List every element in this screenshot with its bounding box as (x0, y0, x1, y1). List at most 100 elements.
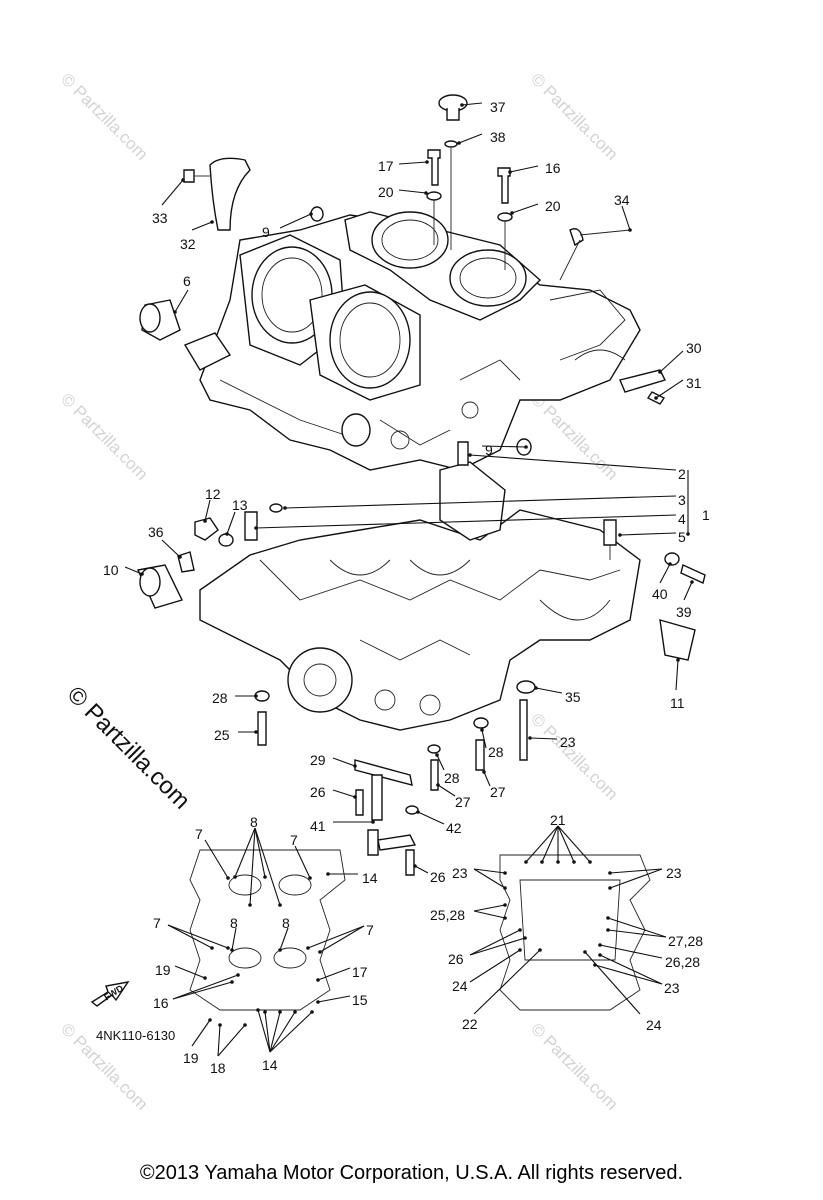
callout-number: 21 (550, 812, 566, 828)
bracket-plate (209, 157, 251, 231)
callout-leader-line (473, 904, 506, 912)
callout-leader-line (191, 1019, 211, 1047)
callout-number: 19 (155, 962, 171, 978)
callout-number: 20 (545, 198, 561, 214)
callout-leader-line (525, 825, 559, 863)
callout-leader-tip (534, 686, 538, 690)
callout-leader-line (317, 967, 351, 981)
callout-number: 28 (212, 690, 228, 706)
callout-leader-line (398, 161, 428, 165)
callout-number: 14 (362, 870, 378, 886)
callout-number: 6 (183, 273, 191, 289)
callout-number: 8 (282, 915, 290, 931)
callout-leader-line (332, 757, 356, 767)
callout-leader-line (683, 581, 693, 601)
callout-number: 39 (676, 604, 692, 620)
callout-leader-tip (606, 916, 610, 920)
callout-number: 18 (210, 1060, 226, 1076)
small-parts (136, 94, 706, 876)
callout-leader-tip (608, 871, 612, 875)
callout-leader-line (172, 981, 233, 1000)
callout-leader-line (284, 495, 677, 509)
callout-number: 4 (678, 511, 686, 527)
callout-leader-tip (278, 1010, 282, 1014)
callout-leader-line (607, 917, 667, 938)
callout-leader-line (417, 811, 445, 825)
callout-leader-tip (480, 728, 484, 732)
upper-crankcase (183, 211, 641, 471)
callout-leader-tip (210, 220, 214, 224)
callout-leader-tip (218, 1023, 222, 1027)
callout-number: 3 (678, 492, 686, 508)
callout-leader-line (469, 949, 521, 983)
callout-leader-line (414, 865, 429, 874)
callout-leader-tip (425, 160, 429, 164)
callout-leader-tip (508, 170, 512, 174)
callout-leader-tip (628, 228, 632, 232)
callout-number: 17 (378, 158, 394, 174)
callout-leader-line (204, 839, 229, 879)
oil-baffle-plate (354, 759, 413, 786)
callout-leader-tip (528, 736, 532, 740)
callout-number: 5 (678, 529, 686, 545)
callout-number: 9 (485, 442, 493, 458)
copyright-notice: ©2013 Yamaha Motor Corporation, U.S.A. A… (139, 1162, 684, 1184)
callout-leader-line (607, 929, 667, 938)
callout-number: 26,28 (665, 954, 700, 970)
callout-leader-tip (538, 948, 542, 952)
callout-leader-line (609, 868, 663, 874)
callout-leader-tip (482, 770, 486, 774)
callout-leader-line (621, 205, 631, 231)
callout-leader-tip (435, 753, 439, 757)
callout-leader-line (161, 539, 181, 558)
lower-crankcase (199, 461, 641, 731)
callout-number: 1 (702, 507, 710, 523)
callout-leader-tip (263, 1010, 267, 1014)
callout-leader-line (161, 179, 184, 206)
callout-number: 26 (430, 869, 446, 885)
callout-leader-line (511, 203, 539, 214)
callout-leader-line (541, 825, 559, 863)
callout-leader-line (437, 784, 456, 797)
callout-leader-line (509, 165, 539, 173)
callout-number: 27 (490, 784, 506, 800)
callout-leader-tip (248, 903, 252, 907)
callout-number: 12 (205, 486, 221, 502)
callout-leader-tip (598, 943, 602, 947)
callout-leader-tip (468, 453, 472, 457)
callout-leader-tip (236, 973, 240, 977)
callout-leader-tip (588, 860, 592, 864)
callout-leader-line (473, 949, 541, 1015)
callout-leader-line (226, 511, 236, 535)
callout-leader-tip (308, 876, 312, 880)
callout-leader-line (332, 789, 356, 798)
callout-number: 13 (232, 497, 248, 513)
callout-leader-tip (310, 1010, 314, 1014)
callout-leader-tip (254, 526, 258, 530)
callout-number: 27,28 (668, 933, 703, 949)
diagram-code: 4NK110-6130 (96, 1028, 175, 1043)
callout-number: 25,28 (430, 907, 465, 923)
sensor-lead (569, 228, 584, 247)
callout-leader-tip (676, 658, 680, 662)
callout-number: 26 (448, 951, 464, 967)
callout-leader-tip (503, 886, 507, 890)
callout-leader-line (469, 454, 677, 471)
callout-number: 10 (103, 562, 119, 578)
callout-leader-tip (203, 519, 207, 523)
watermark-text: © Partzilla.com (57, 389, 151, 483)
callout-leader-line (458, 133, 483, 144)
callout-leader-tip (556, 860, 560, 864)
callout-leader-line (557, 825, 575, 863)
callout-leader-tip (203, 976, 207, 980)
callout-leader-tip (306, 946, 310, 950)
callout-leader-tip (598, 953, 602, 957)
callout-number: 35 (565, 689, 581, 705)
callout-leader-line (217, 1024, 221, 1057)
watermark-text: © Partzilla.com (527, 709, 621, 803)
watermark-text: © Partzilla.com (57, 69, 151, 163)
callout-number: 15 (352, 992, 368, 1008)
callout-leader-tip (503, 871, 507, 875)
